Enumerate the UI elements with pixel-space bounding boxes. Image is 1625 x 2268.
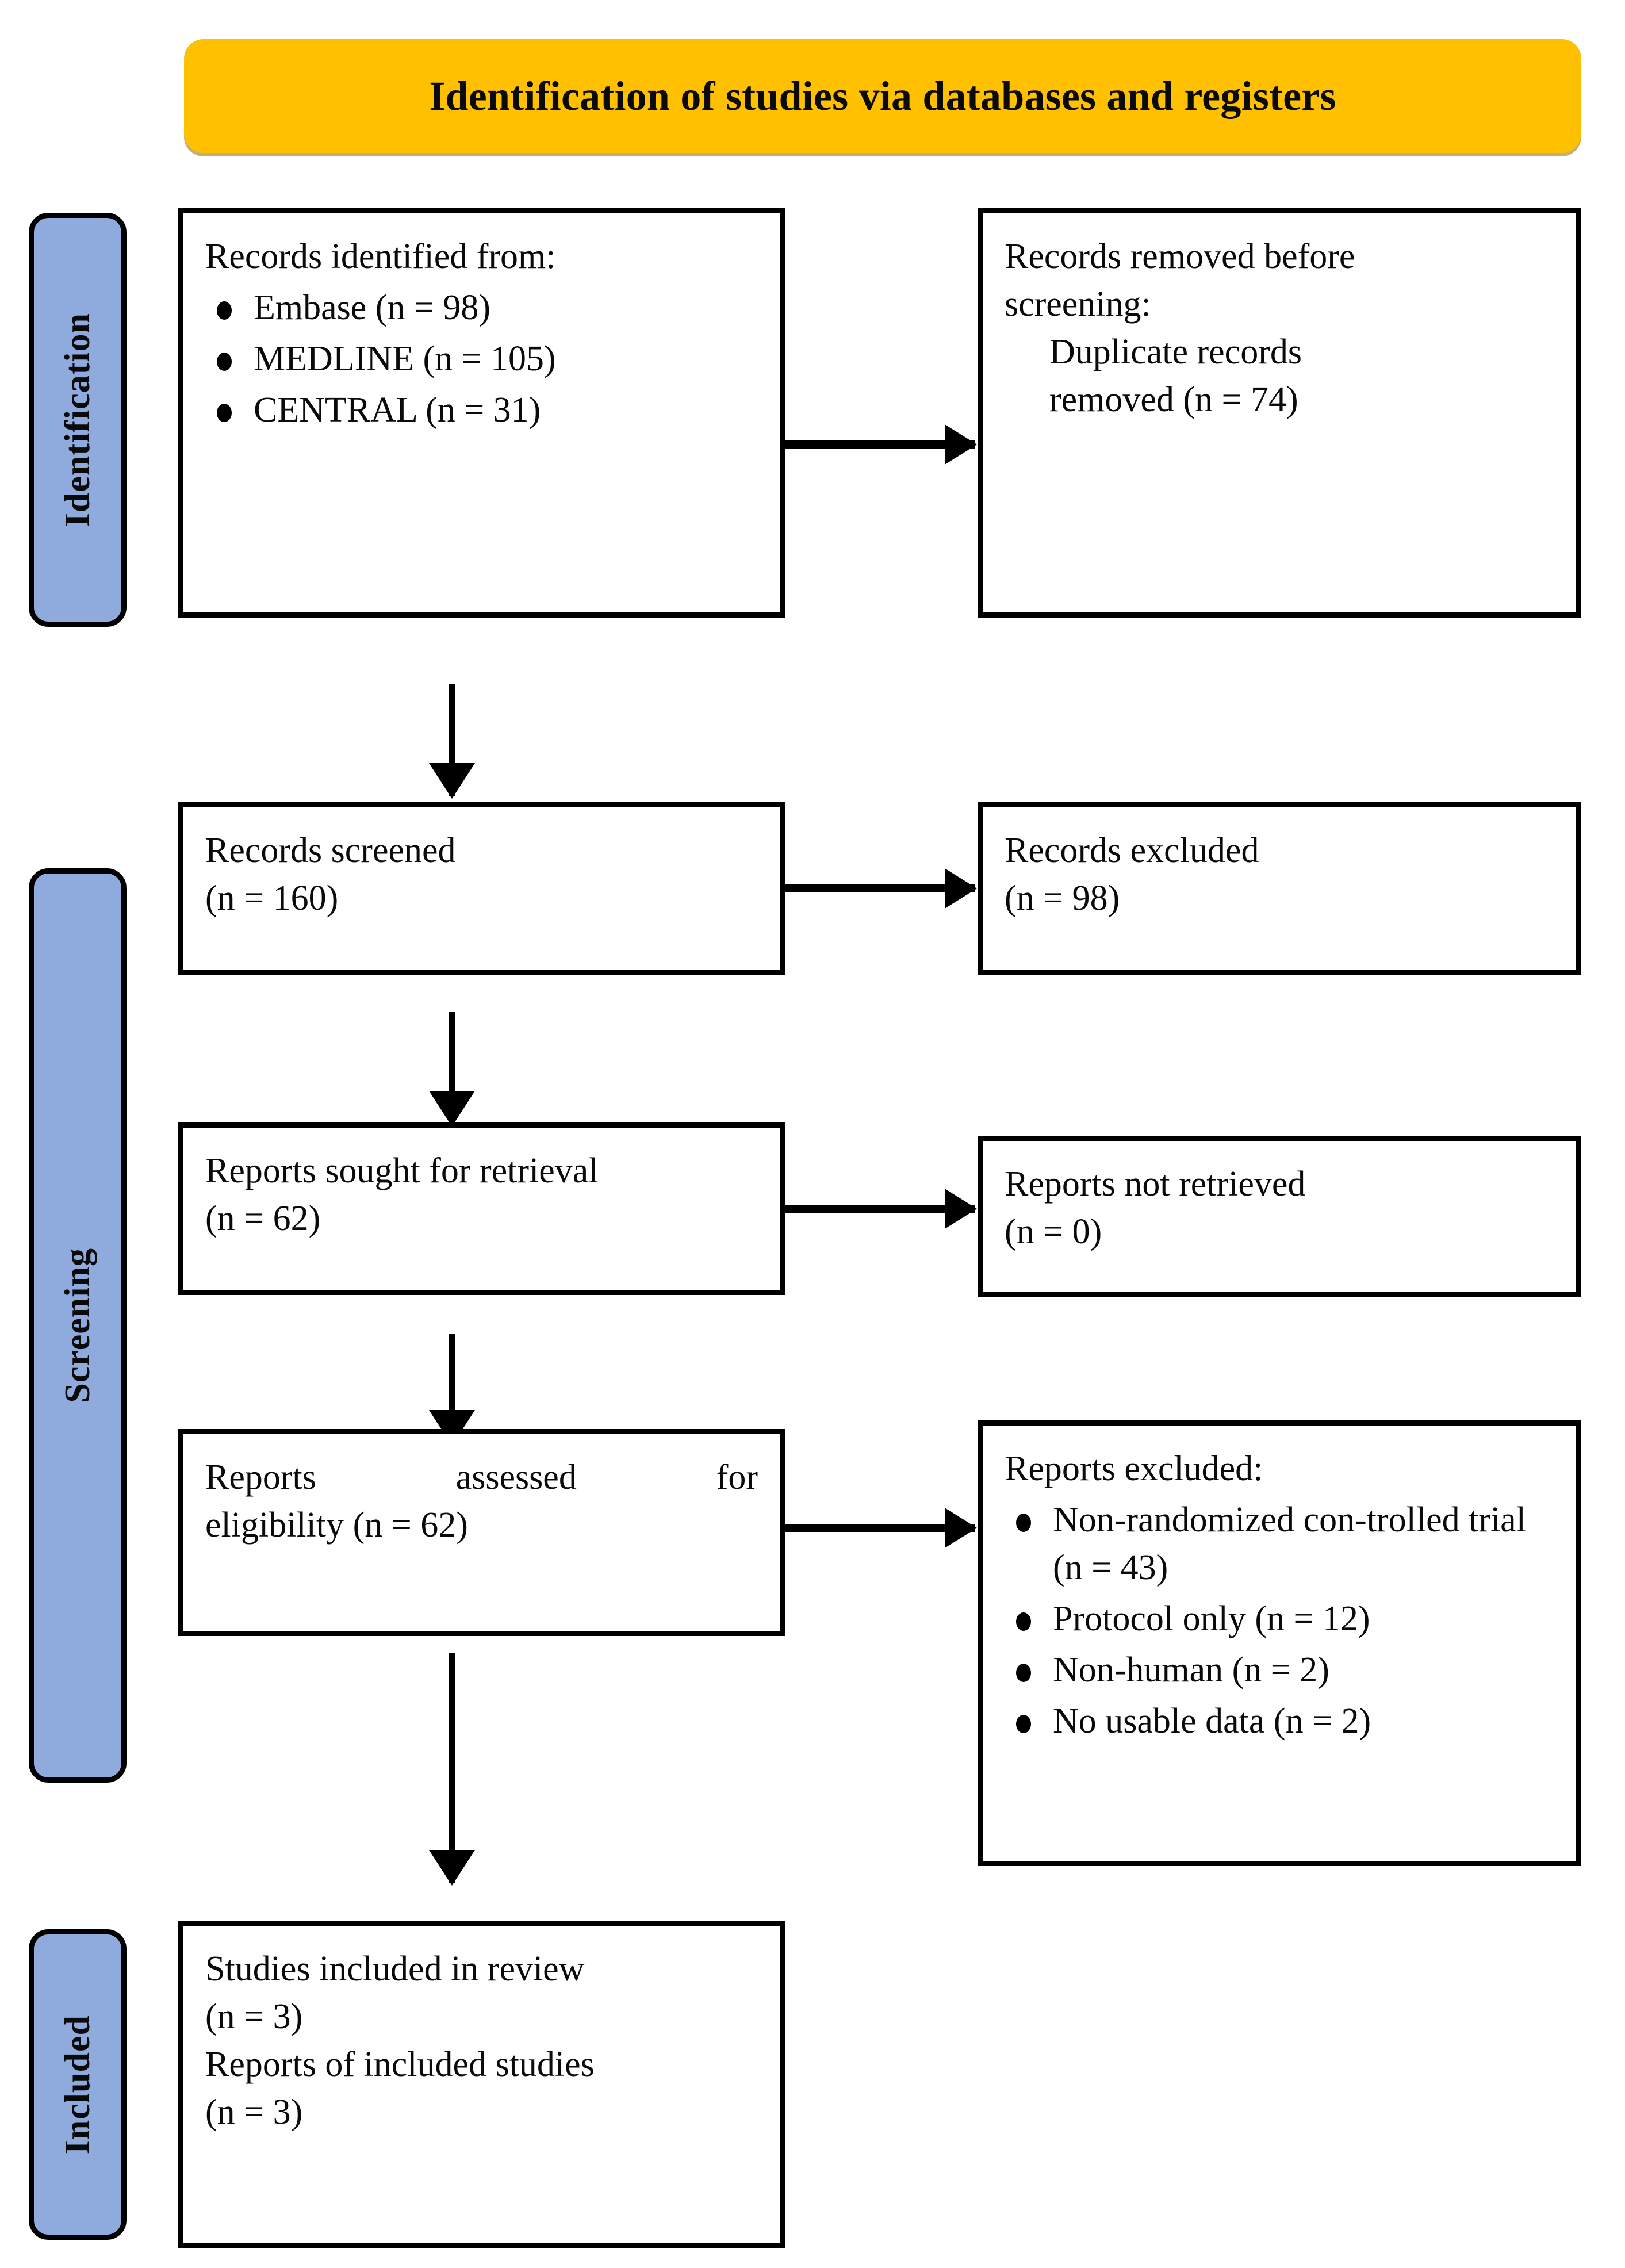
arrow-identified-to-removed — [785, 440, 975, 449]
studies-included-line-3: Reports of included studies — [205, 2045, 595, 2085]
list-item: CENTRAL (n = 31) — [205, 386, 758, 434]
arrow-assessed-to-reports-excluded — [785, 1524, 975, 1532]
records-removed-line-3: Duplicate records — [1049, 332, 1302, 372]
records-removed-line-2: screening: — [1005, 285, 1151, 324]
box-reports-assessed: Reports assessed for eligibility (n = 62… — [178, 1429, 785, 1636]
stage-label-included: Included — [58, 2014, 97, 2155]
studies-included-line-4: (n = 3) — [205, 2093, 303, 2132]
records-screened-line-1: Records screened — [205, 831, 456, 870]
box-reports-not-retrieved: Reports not retrieved (n = 0) — [978, 1136, 1581, 1297]
reports-assessed-line-1: Reports assessed for — [205, 1458, 758, 1497]
records-identified-heading: Records identified from: — [205, 237, 556, 276]
box-records-screened: Records screened (n = 160) — [178, 802, 785, 975]
reports-not-retrieved-line-2: (n = 0) — [1005, 1212, 1102, 1252]
records-excluded-line-1: Records excluded — [1005, 831, 1259, 870]
reports-excluded-heading: Reports excluded: — [1005, 1449, 1263, 1488]
list-item: Embase (n = 98) — [205, 284, 758, 332]
arrow-screened-to-excluded — [785, 884, 975, 892]
records-screened-line-2: (n = 160) — [205, 879, 339, 918]
list-item: Protocol only (n = 12) — [1005, 1595, 1554, 1643]
stage-bar-included: Included — [29, 1929, 127, 2240]
diagram-header-banner: Identification of studies via databases … — [184, 39, 1581, 153]
box-records-removed: Records removed before screening: Duplic… — [978, 208, 1581, 618]
arrow-sought-to-assessed — [449, 1334, 455, 1443]
list-item: Non-human (n = 2) — [1005, 1646, 1554, 1694]
box-reports-excluded: Reports excluded: Non-randomized con-tro… — [978, 1420, 1581, 1866]
box-studies-included: Studies included in review (n = 3) Repor… — [178, 1921, 785, 2248]
banner-title: Identification of studies via databases … — [429, 72, 1336, 119]
reports-sought-line-1: Reports sought for retrieval — [205, 1151, 599, 1190]
stage-bar-screening: Screening — [29, 868, 127, 1783]
reports-assessed-line-2: eligibility (n = 62) — [205, 1505, 468, 1545]
list-item: No usable data (n = 2) — [1005, 1698, 1554, 1745]
studies-included-line-1: Studies included in review — [205, 1949, 585, 1989]
records-identified-list: Embase (n = 98) MEDLINE (n = 105) CENTRA… — [205, 284, 758, 434]
reports-sought-line-2: (n = 62) — [205, 1199, 321, 1239]
arrow-screened-to-sought — [449, 1012, 455, 1124]
reports-not-retrieved-line-1: Reports not retrieved — [1005, 1164, 1306, 1204]
arrow-sought-to-not-retrieved — [785, 1205, 975, 1213]
studies-included-line-2: (n = 3) — [205, 1997, 303, 2037]
stage-bar-identification: Identification — [29, 213, 127, 627]
records-removed-line-4: removed (n = 74) — [1049, 380, 1298, 420]
list-item: Non-randomized con-trolled trial (n = 43… — [1005, 1496, 1554, 1592]
box-reports-sought: Reports sought for retrieval (n = 62) — [178, 1122, 785, 1295]
box-records-identified: Records identified from: Embase (n = 98)… — [178, 208, 785, 618]
records-excluded-line-2: (n = 98) — [1005, 879, 1120, 918]
arrow-identified-to-screened — [449, 684, 455, 796]
records-removed-line-1: Records removed before — [1005, 237, 1355, 276]
arrow-assessed-to-included — [449, 1653, 455, 1883]
reports-excluded-list: Non-randomized con-trolled trial (n = 43… — [1005, 1496, 1554, 1745]
stage-label-identification: Identification — [58, 312, 97, 527]
stage-label-screening: Screening — [58, 1248, 97, 1403]
box-records-excluded: Records excluded (n = 98) — [978, 802, 1581, 975]
list-item: MEDLINE (n = 105) — [205, 335, 758, 383]
